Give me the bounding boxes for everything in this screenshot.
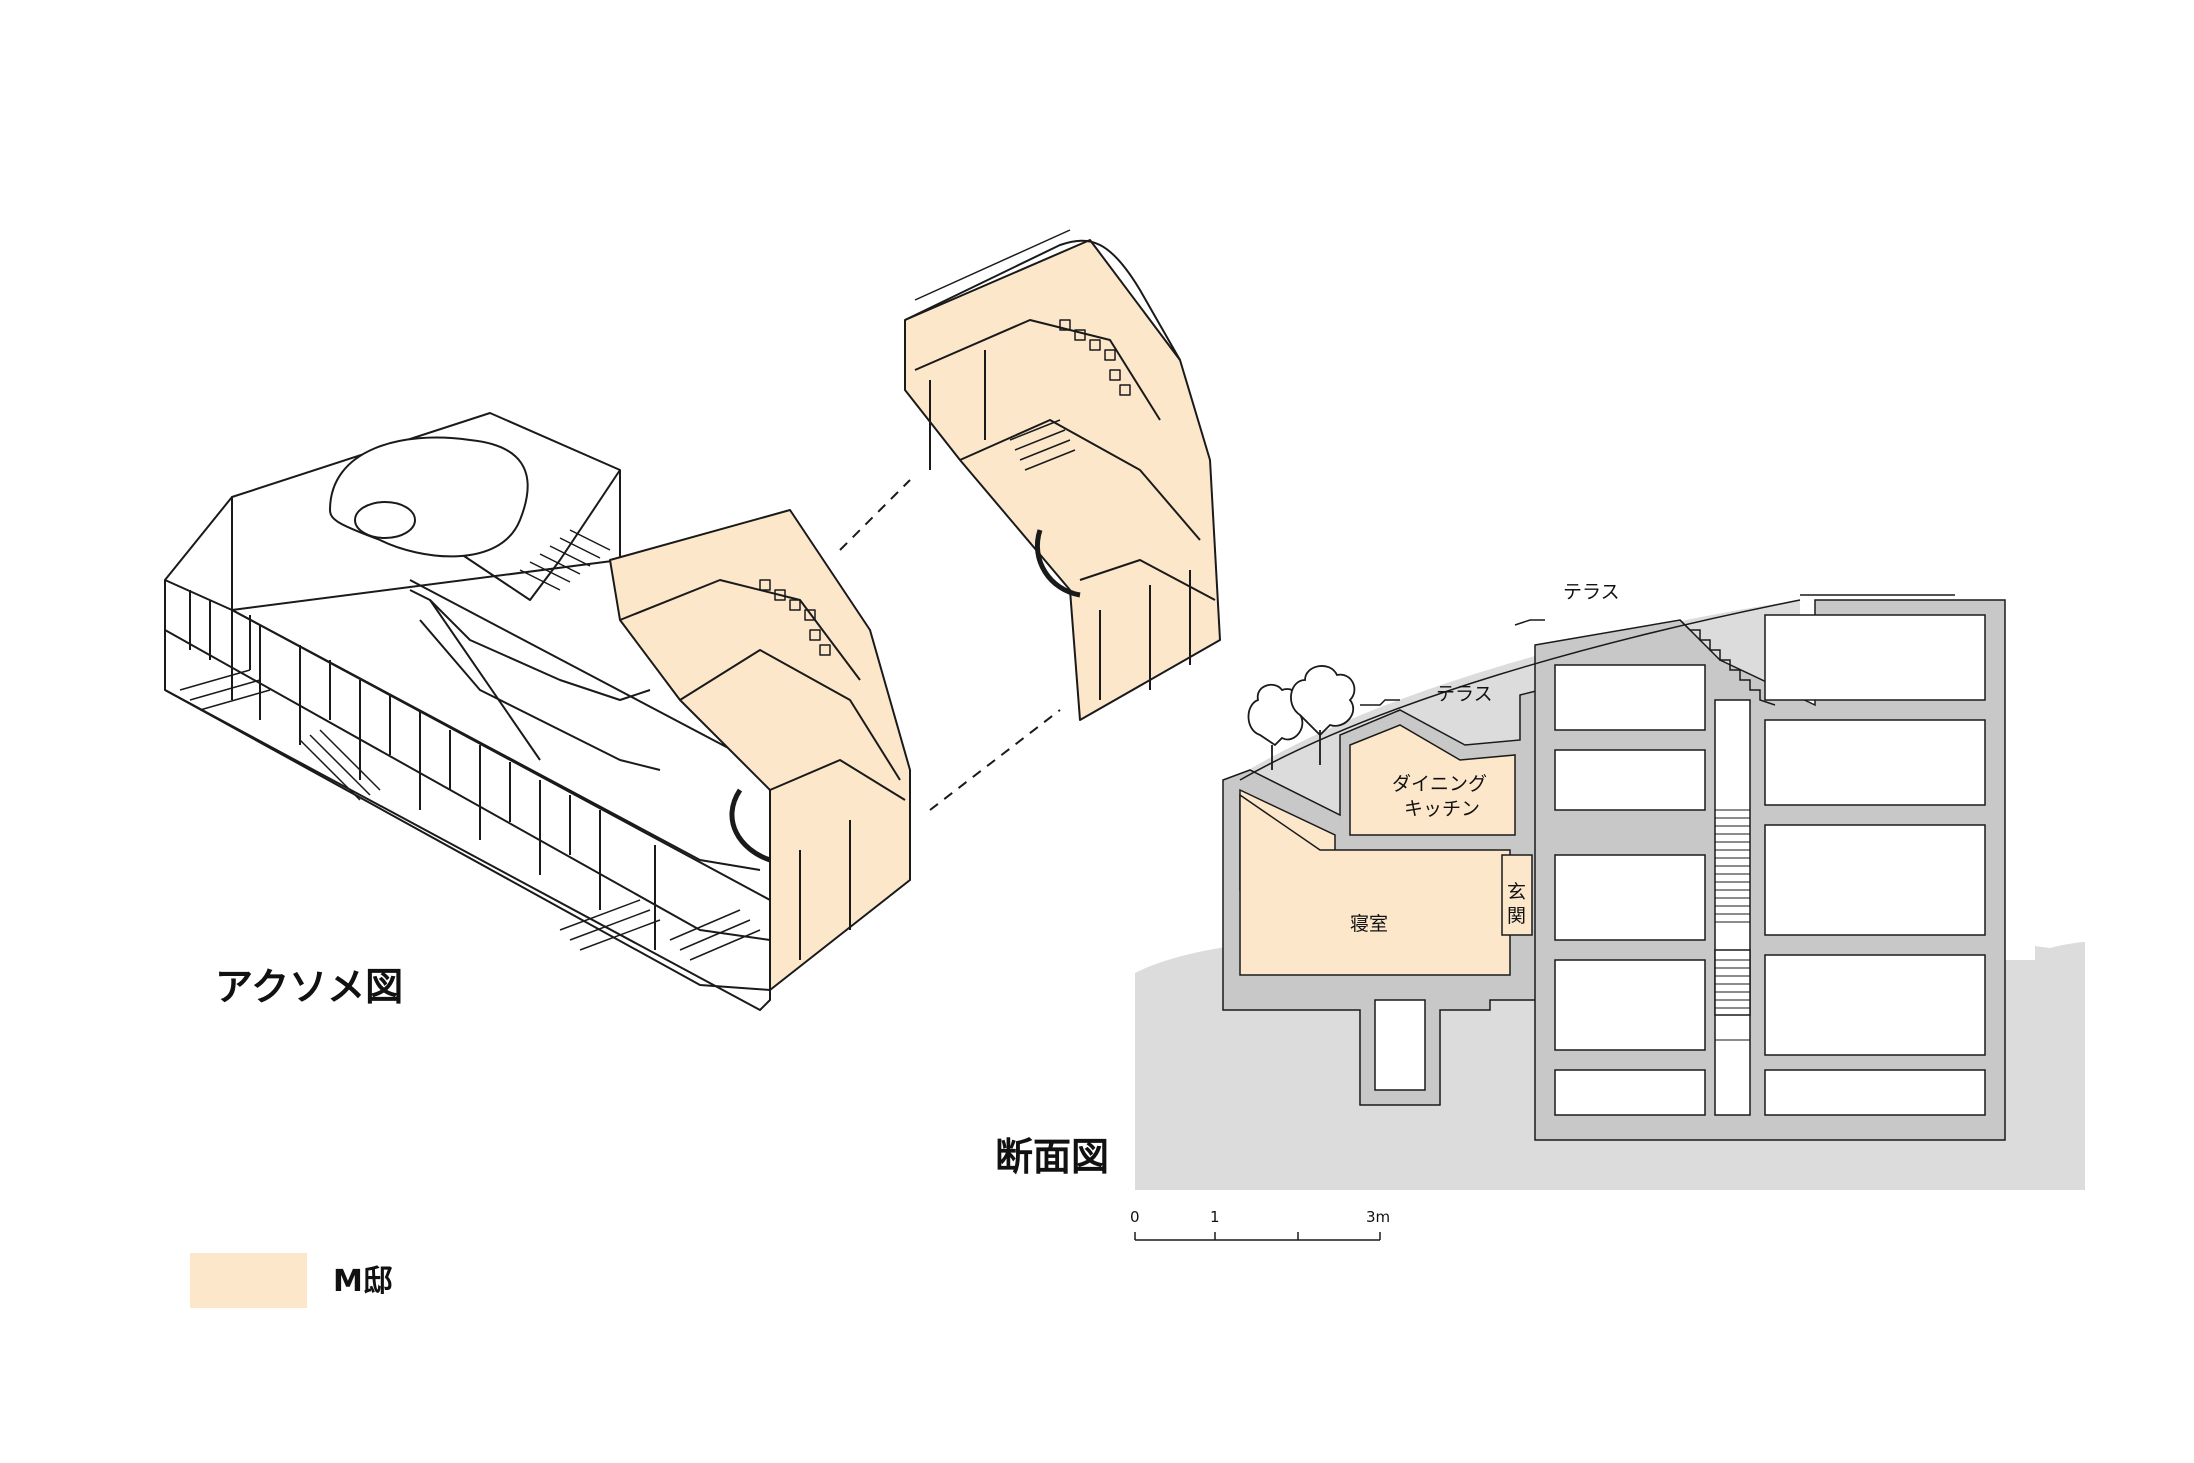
section-drawing (1135, 594, 2085, 1190)
label-terrace-upper: テラス (1563, 581, 1620, 603)
axo-stair-left (179, 669, 381, 801)
section-stair-treads (1715, 809, 1750, 1041)
label-dining: ダイニング (1392, 773, 1487, 795)
axo-stair-lower (559, 899, 761, 961)
axo-m-residence-exploded (904, 229, 1221, 721)
entrance-room (1501, 854, 1533, 936)
axo-title: アクソメ図 (215, 965, 403, 1009)
section-title: 断面図 (995, 1135, 1109, 1179)
label-entrance-2: 関 (1507, 905, 1526, 927)
scale-bar (1134, 1232, 1381, 1241)
label-terrace-lower: テラス (1436, 683, 1493, 705)
scale-tick-3m: 3m (1366, 1208, 1390, 1226)
axo-connector-lower (929, 709, 1061, 811)
section-adjacent-building (1360, 594, 2006, 1141)
axo-roof-windows (759, 579, 831, 656)
axo-main-block (164, 412, 771, 1011)
axo-stair-mid (519, 529, 611, 591)
tree-icons (1247, 665, 1356, 770)
scale-tick-1: 1 (1210, 1208, 1220, 1226)
section-m-residence (1222, 689, 1541, 1106)
label-kitchen: キッチン (1404, 798, 1480, 820)
legend-label: M邸 (333, 1264, 393, 1299)
axonometric-drawing (164, 229, 1221, 1011)
legend-swatch (190, 1253, 307, 1308)
label-bedroom: 寝室 (1350, 913, 1388, 935)
scale-tick-0: 0 (1130, 1208, 1140, 1226)
dining-kitchen-room (1349, 724, 1516, 836)
label-entrance-1: 玄 (1507, 881, 1526, 903)
axo-exploded-roof-windows (1059, 319, 1131, 396)
axo-connector-upper (839, 479, 911, 551)
axo-m-residence-inplace (609, 509, 911, 991)
axo-exploded-stair (1009, 419, 1076, 471)
